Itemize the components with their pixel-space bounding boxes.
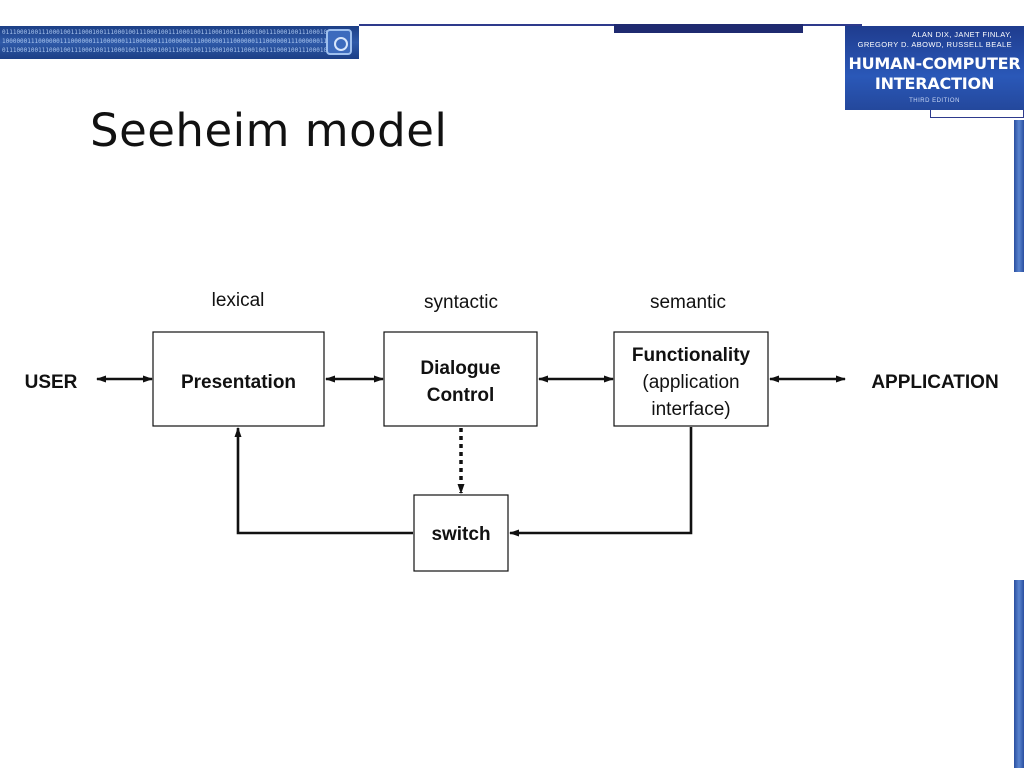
- functionality-sublabel: (application: [642, 372, 739, 393]
- right-ribbon: [1014, 120, 1024, 272]
- right-ribbon: [1014, 580, 1024, 768]
- dialogue-control-box: [383, 331, 538, 427]
- functionality-label: Functionality: [632, 345, 751, 366]
- user-label: USER: [25, 372, 78, 393]
- book-edition: THIRD EDITION: [909, 98, 960, 104]
- banner-emblem-icon: [326, 29, 352, 55]
- book-title: HUMAN-COMPUTER: [848, 54, 1021, 73]
- book-authors: ALAN DIX, JANET FINLAY,: [911, 30, 1012, 39]
- binary-banner: 0111000100111000100111000100111000100111…: [0, 26, 359, 59]
- functionality-box: [613, 331, 769, 427]
- presentation-box: [152, 331, 325, 427]
- binary-text: 0111000100111000100111000100111000100111…: [2, 47, 338, 54]
- dialogue-control-label: Control: [427, 385, 495, 406]
- header-rule: [359, 24, 862, 26]
- switch-box: [413, 494, 509, 572]
- switch-presentation-arrow: [234, 427, 413, 535]
- book-cover: ALAN DIX, JANET FINLAY, GREGORY D. ABOWD…: [845, 26, 1024, 110]
- book-authors: GREGORY D. ABOWD, RUSSELL BEALE: [857, 40, 1012, 49]
- level-label-syntactic: syntactic: [424, 292, 498, 313]
- book-title: INTERACTION: [874, 74, 995, 93]
- level-label-lexical: lexical: [212, 290, 265, 311]
- functionality-switch-arrow: [509, 427, 693, 537]
- dialogue-control-label: Dialogue: [420, 358, 500, 379]
- binary-text: 0111000100111000100111000100111000100111…: [2, 29, 338, 36]
- binary-text: 1000000111000000111000000111000000111000…: [2, 38, 331, 45]
- functionality-sublabel: interface): [651, 399, 730, 420]
- header-accent-bar: [614, 24, 803, 33]
- slide-title: Seeheim model: [90, 104, 448, 157]
- application-label: APPLICATION: [871, 372, 998, 393]
- presentation-label: Presentation: [181, 372, 296, 393]
- level-label-semantic: semantic: [650, 292, 726, 313]
- switch-label: switch: [431, 524, 490, 545]
